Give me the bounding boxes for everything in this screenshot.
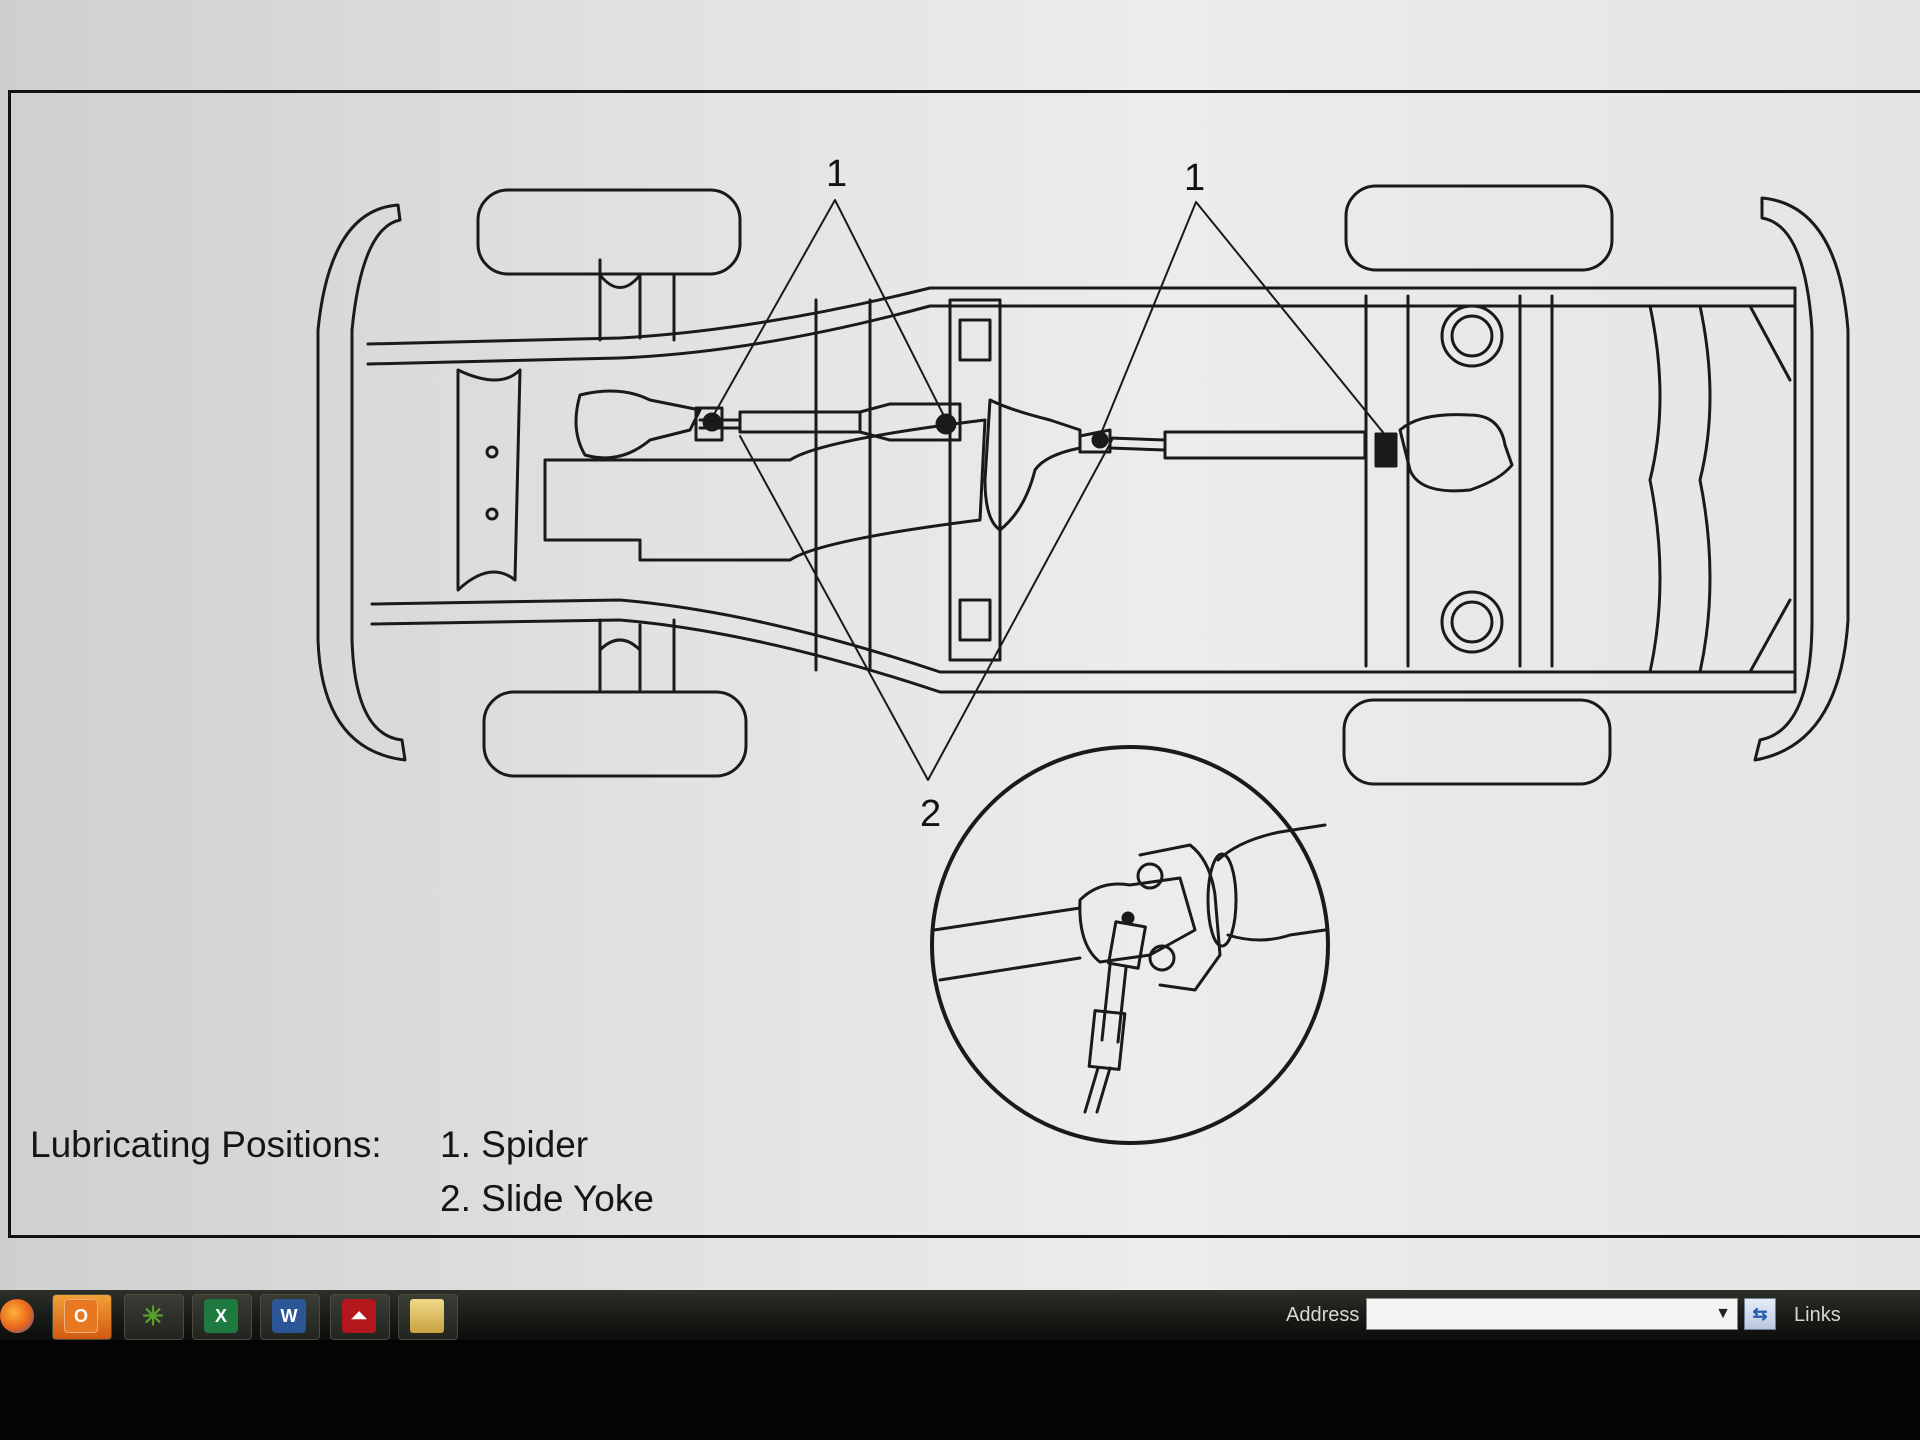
front-right-tire [482, 690, 748, 778]
rear-propeller-shaft [1163, 430, 1367, 460]
frame-rail-bottom-inner [370, 618, 1797, 694]
legend-item-spider: 1. Spider [440, 1124, 589, 1165]
taskbar-slot-green-app[interactable] [124, 1294, 184, 1340]
front-propeller-shaft [738, 410, 862, 434]
front-spider-joint-1 [702, 412, 722, 432]
rear-right-tire [1342, 698, 1612, 786]
outlook-icon: O [64, 1299, 98, 1333]
excel-icon: X [204, 1299, 238, 1333]
rear-spring-mount-bottom [1440, 590, 1504, 654]
rear-left-tire [1344, 184, 1614, 272]
go-arrow-icon: ⇆ [1752, 1303, 1768, 1324]
rear-spider-joint-1 [1091, 431, 1109, 449]
grease-fitting-detail [930, 745, 1330, 1145]
address-input[interactable] [1366, 1298, 1738, 1330]
chassis-lubrication-diagram: 1 1 2 [316, 153, 1850, 1145]
folder-icon [410, 1299, 444, 1333]
front-spider-joint-2 [935, 413, 957, 435]
word-icon: W [272, 1299, 306, 1333]
address-label: Address [1286, 1304, 1360, 1326]
chevron-down-icon[interactable]: ▼ [1715, 1305, 1731, 1322]
firefox-icon[interactable] [0, 1299, 34, 1333]
legend-item-slide-yoke: 2. Slide Yoke [440, 1178, 654, 1219]
diagram-frame [8, 90, 1920, 1238]
transmission-housing [574, 389, 702, 460]
frame-rail-bottom [370, 598, 1797, 674]
go-button[interactable]: ⇆ [1744, 1298, 1776, 1330]
front-left-tire [476, 188, 742, 276]
transfer-case [983, 398, 1082, 532]
callout-leaders [711, 199, 1387, 781]
callout-1-front: 1 [826, 153, 847, 195]
rear-bumper [1753, 196, 1850, 762]
callout-1-rear: 1 [1184, 157, 1205, 199]
monitor-bezel [0, 1340, 1920, 1440]
taskbar: O ✳ X W ⏶ Address ▼ ⇆ Links [0, 1290, 1920, 1340]
rear-differential [1398, 413, 1514, 493]
rear-spring-mount-top [1440, 304, 1504, 368]
links-label[interactable]: Links [1794, 1304, 1841, 1326]
callout-2: 2 [920, 793, 941, 835]
document-viewer: 1 1 2 Lubricating Positions: 1. Spider 2… [0, 0, 1920, 1290]
front-bumper [316, 203, 407, 762]
acrobat-icon: ⏶ [342, 1299, 376, 1333]
frame-rail-top [366, 286, 1797, 346]
frame-rail-top-inner [366, 304, 1797, 366]
legend-heading: Lubricating Positions: [30, 1124, 382, 1165]
green-app-icon: ✳ [142, 1300, 164, 1331]
